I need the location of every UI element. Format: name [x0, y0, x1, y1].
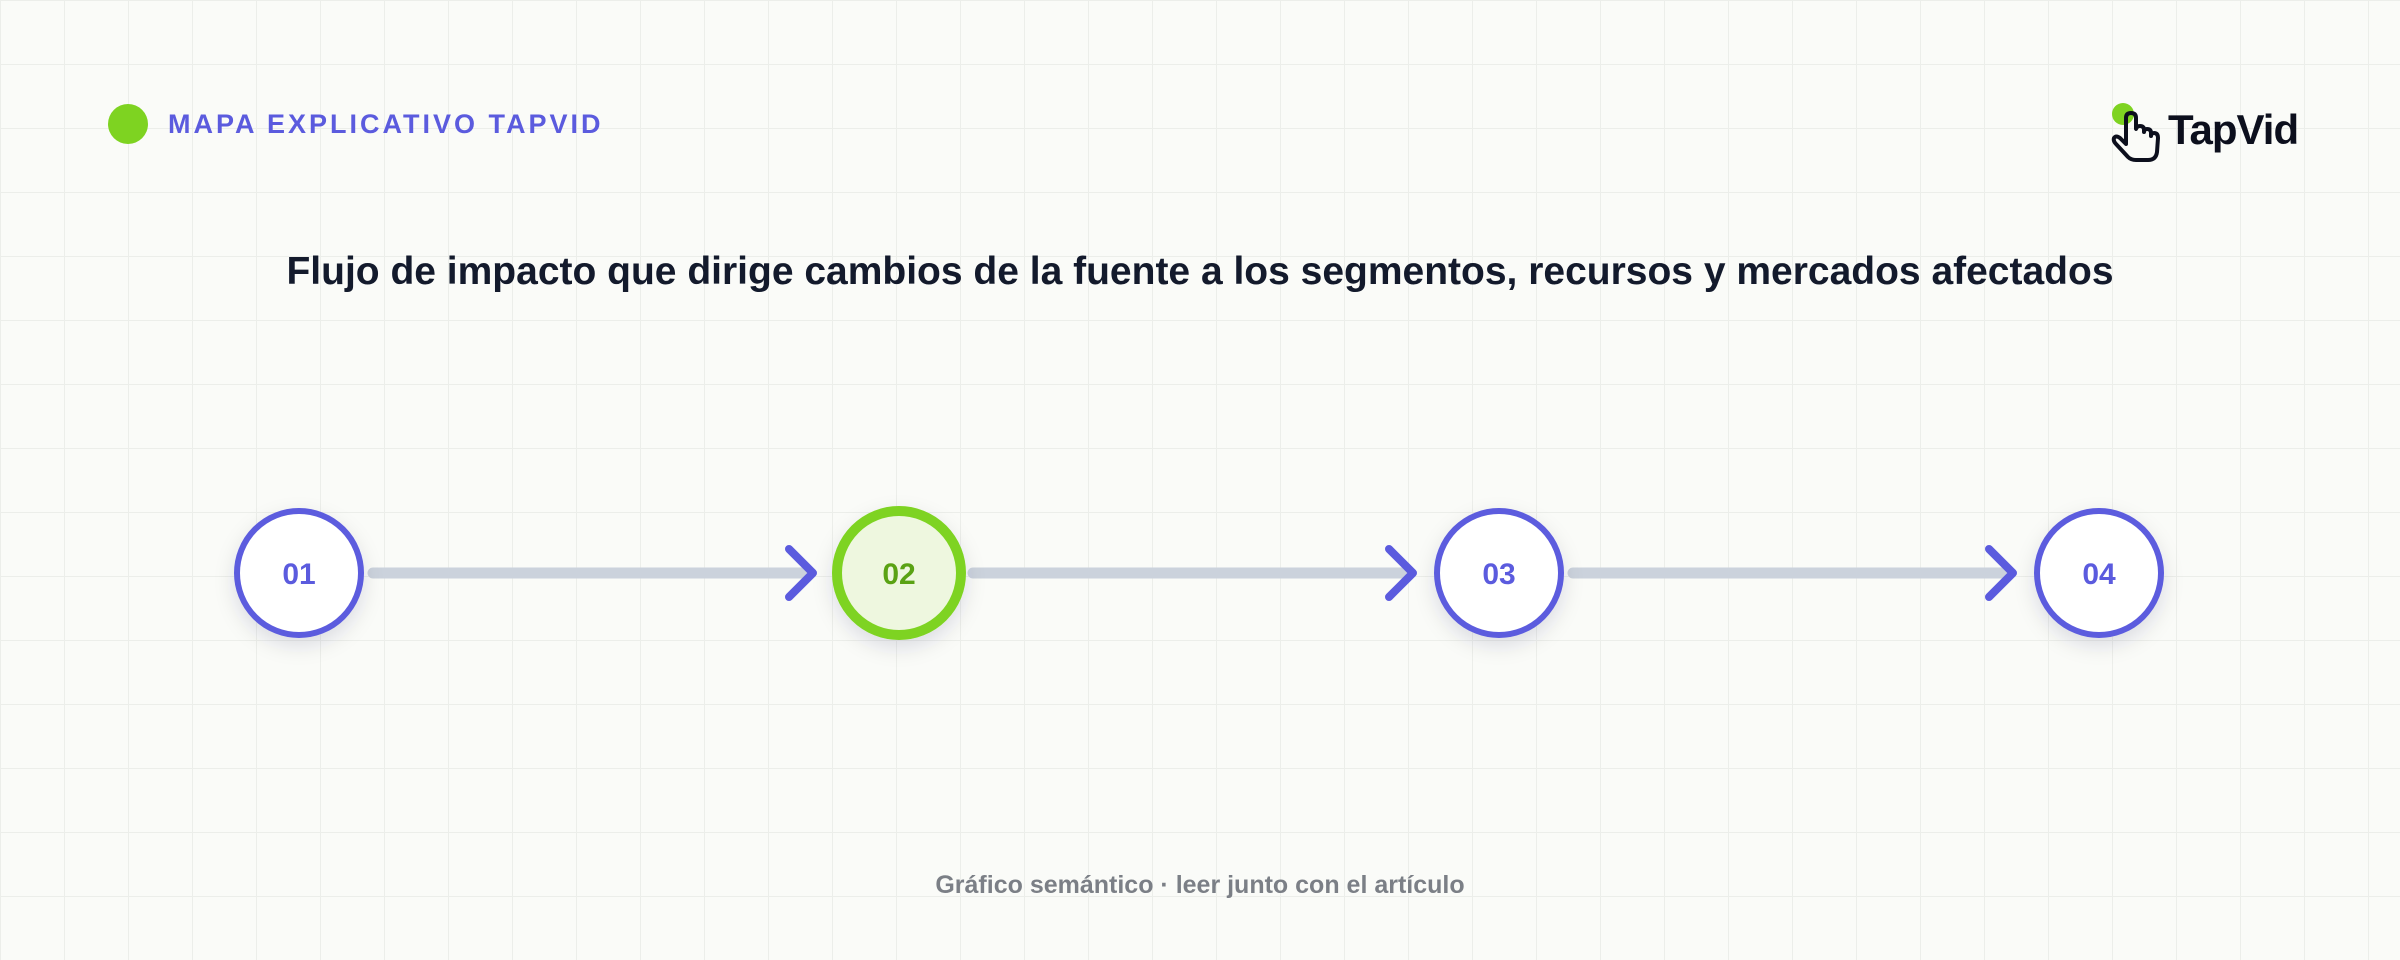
- step-label: 01: [282, 558, 315, 591]
- pointer-hand-icon: [2111, 103, 2160, 162]
- step-label: 03: [1482, 558, 1515, 591]
- diagram-title: Flujo de impacto que dirige cambios de l…: [286, 250, 2114, 293]
- flow-step-02: 02: [832, 506, 966, 640]
- flow-step-04: 04: [2034, 508, 2164, 638]
- step-circle: [1434, 508, 1564, 638]
- logo-text: TapVid: [2168, 106, 2299, 153]
- flow-step-03: 03: [1434, 508, 1564, 638]
- step-circle: [234, 508, 364, 638]
- header-label: MAPA EXPLICATIVO TAPVID: [168, 109, 604, 139]
- step-label: 04: [2082, 558, 2116, 591]
- arrow-head-icon: [1385, 545, 1417, 601]
- flow-step-01: 01: [234, 508, 364, 638]
- footer-note: Gráfico semántico · leer junto con el ar…: [935, 871, 1465, 899]
- arrow-head-icon: [1985, 545, 2017, 601]
- step-circle: [2034, 508, 2164, 638]
- step-circle: [832, 506, 966, 640]
- arrow-head-icon: [785, 545, 817, 601]
- header-dot: [108, 104, 148, 144]
- step-label: 02: [882, 558, 915, 591]
- tapvid-logo: TapVid: [2106, 100, 2306, 164]
